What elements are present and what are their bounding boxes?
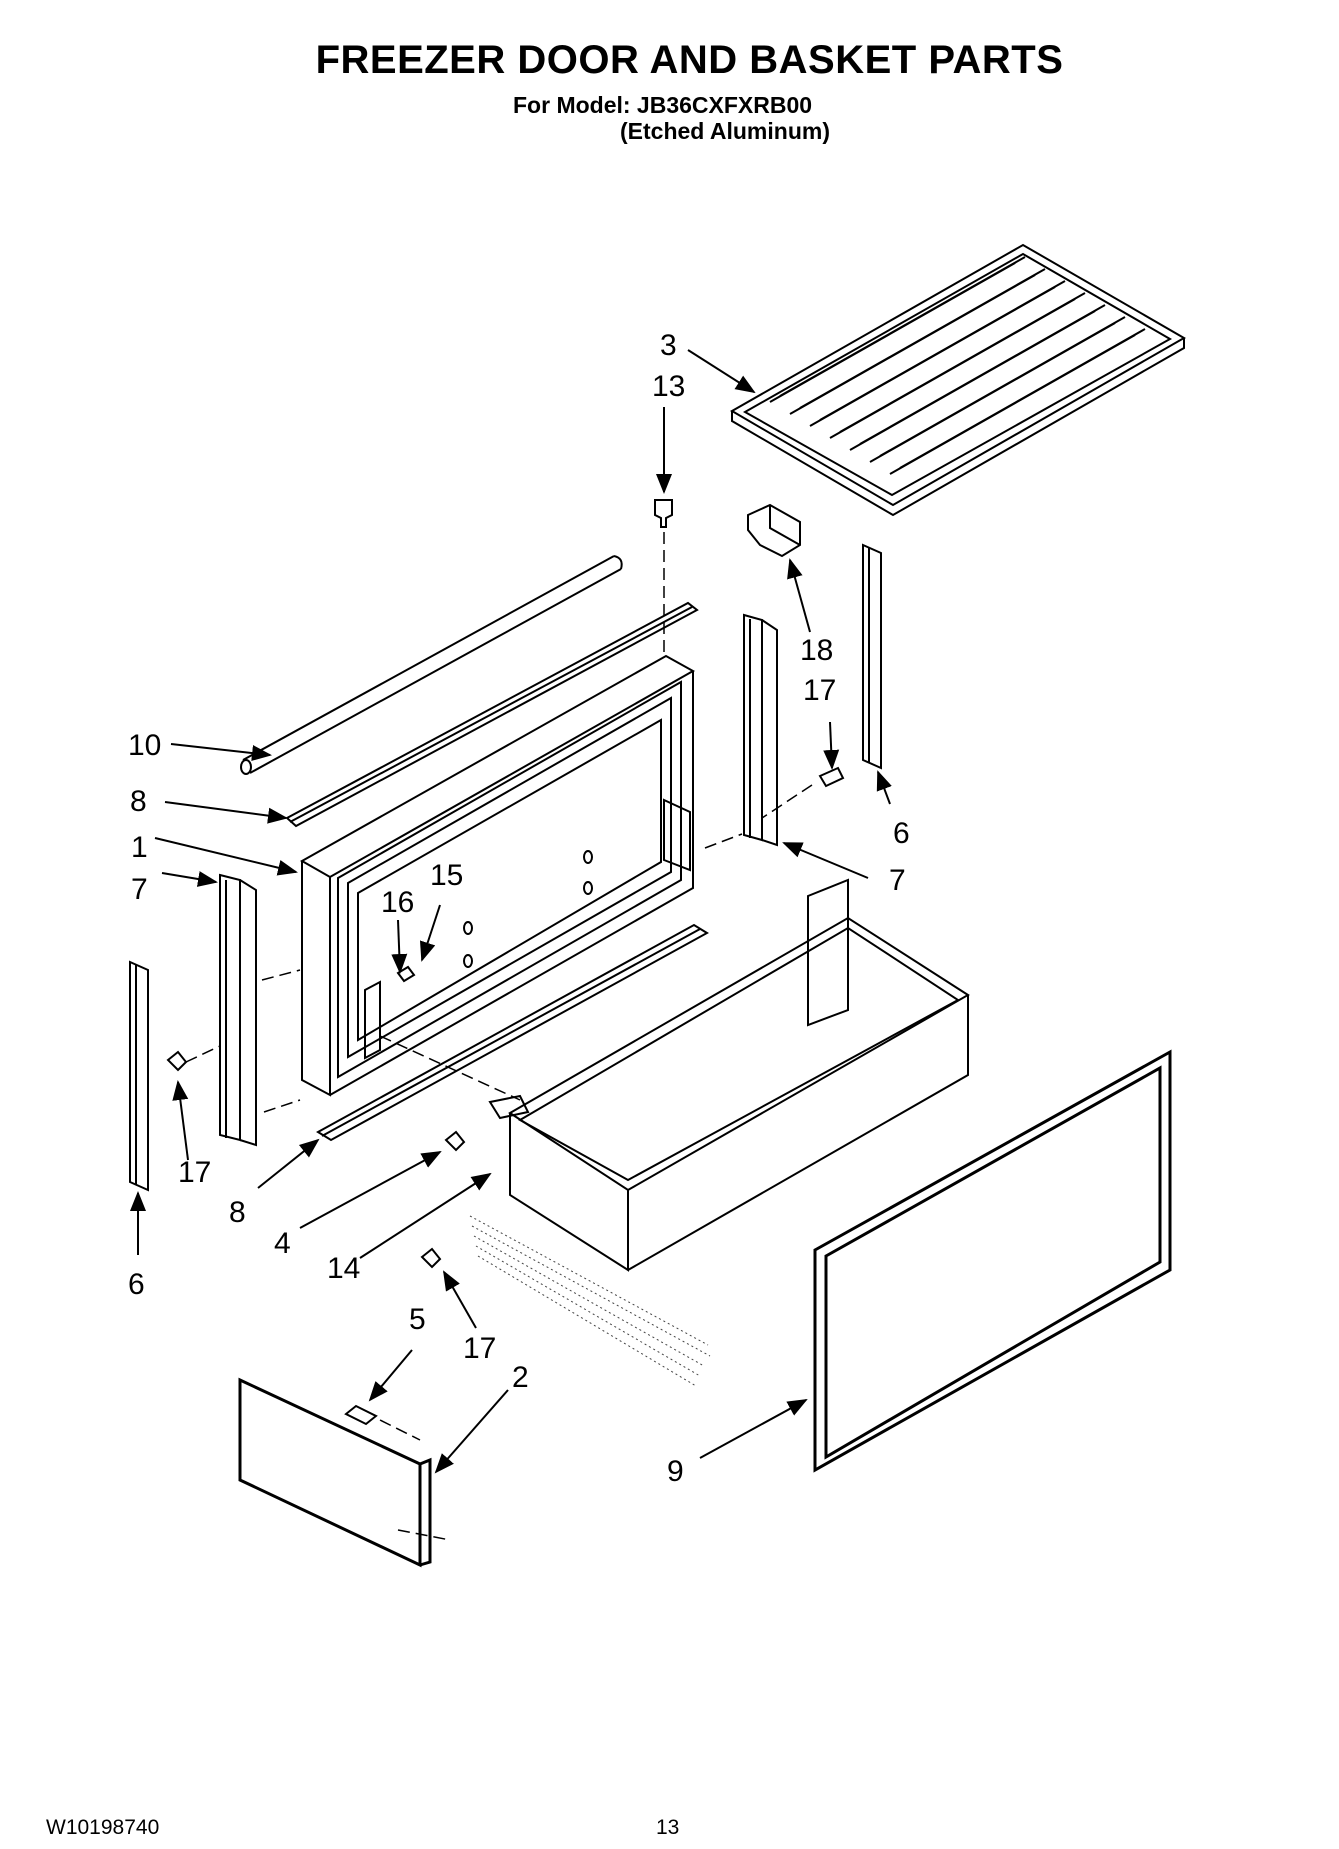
callout-8-bottom: 8	[229, 1196, 246, 1229]
tube-part	[240, 555, 623, 775]
screw-parts	[166, 499, 845, 1426]
callout-8-top: 8	[130, 785, 147, 818]
callout-1: 1	[131, 831, 148, 864]
callout-17-bottom: 17	[463, 1332, 496, 1365]
callout-15: 15	[430, 859, 463, 892]
callout-7-left: 7	[131, 873, 148, 906]
callout-13: 13	[652, 370, 685, 403]
page-title: FREEZER DOOR AND BASKET PARTS	[315, 38, 1064, 82]
callout-6-left: 6	[128, 1268, 145, 1301]
callout-17-left: 17	[178, 1156, 211, 1189]
clip-part	[747, 503, 801, 558]
callout-2: 2	[512, 1361, 529, 1394]
door-gasket-part	[813, 1049, 1172, 1473]
shelf-grille-part	[729, 243, 1187, 517]
assembly-lines	[185, 532, 813, 1541]
callout-16: 16	[381, 886, 414, 919]
callout-4: 4	[274, 1227, 291, 1260]
model-line: For Model: JB36CXFXRB00	[513, 92, 813, 118]
callout-18: 18	[800, 634, 833, 667]
callout-5: 5	[409, 1303, 426, 1336]
callout-14: 14	[327, 1252, 360, 1285]
right-strip-part	[862, 543, 882, 770]
left-strip-part	[129, 960, 149, 1192]
page-number: 13	[656, 1816, 680, 1839]
callout-7-right: 7	[889, 864, 906, 897]
callout-6-right: 6	[893, 817, 910, 850]
document-number: W10198740	[46, 1816, 160, 1839]
door-frame-part	[299, 654, 696, 1097]
top-rail-part	[285, 601, 699, 828]
bottom-rail-part	[316, 923, 709, 1142]
front-panel-part	[238, 1377, 432, 1568]
callout-17-top: 17	[803, 674, 836, 707]
callout-labels: 3 13 18 17 6 7 10 8 1 7 16 15 17 6 8 4 1…	[128, 329, 910, 1488]
basket-part	[488, 878, 970, 1272]
right-bracket-part	[743, 613, 778, 847]
finish-line: (Etched Aluminum)	[620, 118, 830, 144]
callout-9: 9	[667, 1455, 684, 1488]
left-bracket-part	[219, 873, 257, 1147]
leader-arrows	[130, 349, 892, 1474]
callout-10: 10	[128, 729, 161, 762]
mesh-part	[469, 1215, 711, 1387]
callout-3: 3	[660, 329, 677, 362]
